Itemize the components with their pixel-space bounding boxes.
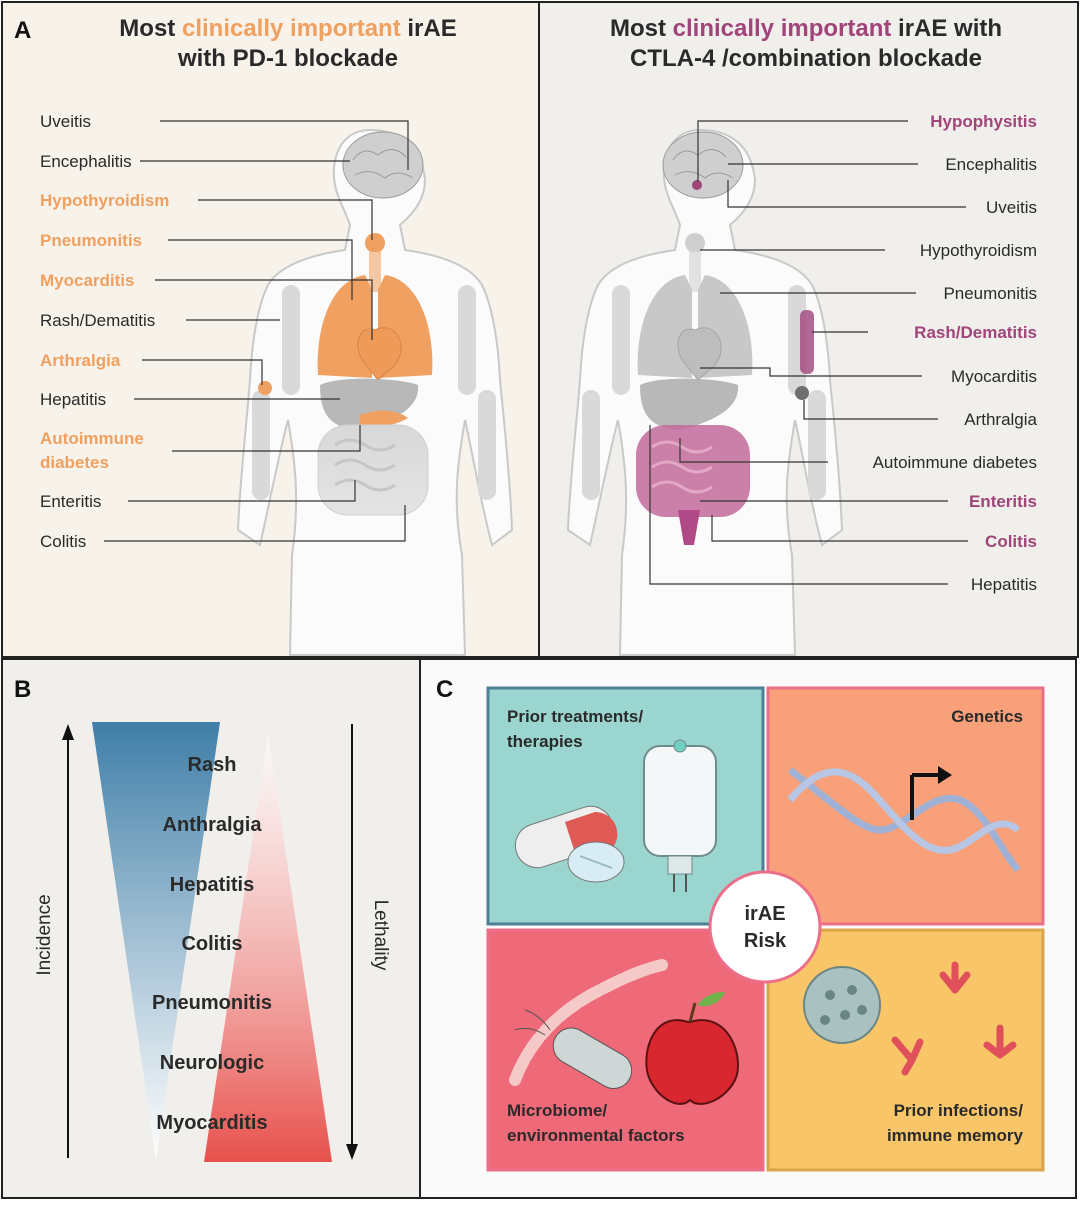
iv-bag-icon: [643, 739, 717, 892]
ctla4-label-pneumonitis: Pneumonitis: [943, 284, 1037, 303]
risk-item-anthralgia: Anthralgia: [163, 814, 263, 836]
pd1-pancreas: [360, 410, 408, 427]
ctla4-label-encephalitis: Encephalitis: [945, 155, 1037, 174]
lethality-label: Lethality: [370, 900, 391, 971]
incidence-label: Incidence: [34, 894, 55, 975]
pd1-label-arthralgia: Arthralgia: [40, 351, 121, 370]
panel-c: C Prior treatments/ therapies Ge: [419, 658, 1077, 1199]
ctla4-joint: [795, 386, 809, 400]
risk-item-colitis: Colitis: [181, 933, 242, 955]
antibody-icon: [891, 961, 1017, 1076]
brain-icon: [342, 131, 424, 199]
heart-icon: [357, 327, 402, 381]
microbiome-label-1: Microbiome/: [507, 1101, 607, 1120]
pd1-leader-lines: [104, 120, 409, 542]
risk-item-hepatitis: Hepatitis: [170, 874, 254, 896]
pd1-label-pneumonitis: Pneumonitis: [40, 231, 142, 250]
pd1-title-line2: with PD-1 blockade: [177, 45, 398, 72]
ctla4-label-hypothyroidism: Hypothyroidism: [920, 241, 1037, 260]
pd1-label-encephalitis: Encephalitis: [40, 152, 132, 171]
genetics-label: Genetics: [951, 707, 1023, 726]
ctla4-label-uveitis: Uveitis: [986, 198, 1037, 217]
ctla4-body-illustration: [566, 128, 844, 656]
ctla4-labels: Hypophysitis Encephalitis Uveitis Hypoth…: [873, 112, 1038, 594]
ctla4-pituitary: [692, 180, 702, 190]
virus-icon: [803, 966, 881, 1044]
panel-a-tag: A: [14, 17, 31, 44]
left-arm-bone: [282, 285, 300, 395]
incidence-triangle: [92, 722, 220, 1160]
infections-label-2: immune memory: [887, 1126, 1024, 1145]
panel-c-tag: C: [436, 676, 453, 703]
ctla4-label-colitis: Colitis: [985, 532, 1037, 551]
ctla4-brain: [662, 131, 744, 199]
pd1-joint-arthralgia: [258, 381, 272, 395]
pd1-thyroid: [365, 233, 385, 253]
pd1-label-hypothyroidism: Hypothyroidism: [40, 191, 169, 210]
panel-a: A Most clinically important irAE with PD…: [1, 1, 1079, 658]
pd1-label-enteritis: Enteritis: [40, 492, 101, 511]
dna-icon: [787, 766, 1021, 873]
microbiome-label-2: environmental factors: [507, 1126, 685, 1145]
pd1-labels: Uveitis Encephalitis Hypothyroidism Pneu…: [40, 112, 169, 551]
pd1-body-illustration: [236, 128, 514, 656]
pd1-label-myocarditis: Myocarditis: [40, 271, 134, 290]
irae-risk-line2: Risk: [744, 930, 787, 952]
risk-item-pneumonitis: Pneumonitis: [152, 992, 272, 1014]
genetics-box: Genetics: [766, 686, 1045, 926]
treatments-label-1: Prior treatments/: [507, 707, 643, 726]
ctla4-label-hepatitis: Hepatitis: [971, 575, 1037, 594]
ctla4-label-hypophysitis: Hypophysitis: [930, 112, 1037, 131]
ctla4-label-myocarditis: Myocarditis: [951, 367, 1037, 386]
pd1-label-uveitis: Uveitis: [40, 112, 91, 131]
ctla4-heart: [677, 327, 722, 381]
irae-risk-line1: irAE: [744, 903, 785, 925]
irae-risk-circle: [708, 870, 822, 984]
apple-icon: [645, 991, 739, 1105]
microbiome-box: Microbiome/ environmental factors: [486, 928, 765, 1172]
ctla4-label-diabetes: Autoimmune diabetes: [873, 453, 1037, 472]
treatments-box: Prior treatments/ therapies: [486, 686, 765, 926]
ctla4-leader-lines: [649, 120, 968, 585]
ctla4-title-line2: CTLA-4 /combination blockade: [630, 45, 982, 72]
pd1-label-colitis: Colitis: [40, 532, 86, 551]
treatments-label-2: therapies: [507, 732, 583, 751]
risk-item-rash: Rash: [188, 754, 237, 776]
panel-b: B Incidence Lethality Rash Anthralgia He…: [1, 658, 421, 1199]
infections-label-1: Prior infections/: [894, 1101, 1024, 1120]
ctla4-label-arthralgia: Arthralgia: [964, 410, 1037, 429]
pd1-label-hepatitis: Hepatitis: [40, 390, 106, 409]
bacteria-icon: [509, 959, 668, 1089]
risk-item-neurologic: Neurologic: [160, 1052, 264, 1074]
pd1-title: Most clinically important irAE: [119, 15, 456, 42]
panel-b-tag: B: [14, 676, 31, 703]
ctla4-label-enteritis: Enteritis: [969, 492, 1037, 511]
pill-icon: [514, 805, 625, 883]
pd1-label-rash: Rash/Dematitis: [40, 311, 155, 330]
pd1-label-autoimmune: Autoimmune: [40, 429, 144, 448]
ctla4-rash-patch: [800, 310, 814, 374]
ctla4-title: Most clinically important irAE with: [610, 15, 1002, 42]
infections-box: Prior infections/ immune memory: [766, 928, 1045, 1172]
risk-item-myocarditis: Myocarditis: [156, 1112, 267, 1134]
pd1-label-diabetes: diabetes: [40, 453, 109, 472]
lethality-triangle: [204, 735, 332, 1162]
ctla4-label-rash: Rash/Dematitis: [914, 323, 1037, 342]
